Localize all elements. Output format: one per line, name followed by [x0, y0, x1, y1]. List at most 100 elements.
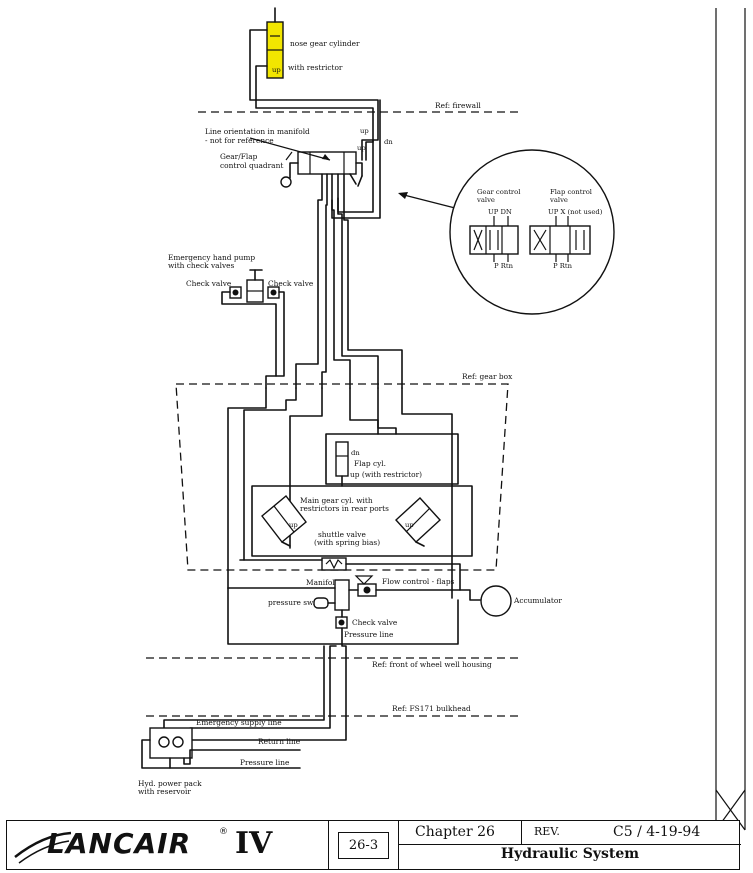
flow-control-flaps: [354, 575, 377, 597]
nose-dn-line: [255, 65, 374, 161]
left-gear-up-label: up: [289, 521, 298, 529]
nose-up-line: [249, 29, 379, 161]
gear-control-valve-symbol: [469, 216, 519, 262]
pointer-line: [249, 137, 331, 161]
main-gear-loop: [251, 485, 473, 557]
line-orientation-label-2: - not for reference: [205, 136, 274, 145]
trunk-line-2: [321, 173, 328, 389]
check-valve-label-right: Check valve: [268, 279, 313, 288]
gear-updn-label: UP DN: [488, 208, 512, 216]
hyd-power-pack: [141, 727, 301, 769]
main-gear-cylinder-right: [395, 497, 441, 547]
shuttle-right-line: [345, 563, 461, 591]
flap-control-valve-symbol: [529, 216, 591, 262]
logo-cell: LANCAIR ® IV: [7, 821, 329, 869]
quadrant-dn-label: dn: [384, 138, 393, 146]
flow-control-label: Flow control - flaps: [382, 577, 455, 586]
chapter-row: Chapter 26 REV. C5 / 4-19-94: [399, 821, 741, 845]
nose-cyl-up-label: up: [272, 66, 281, 74]
pressure-switch: [313, 597, 329, 609]
detail-arrowhead: [398, 192, 408, 199]
flap-upx-label: UP X (not used): [548, 208, 603, 216]
rev-divider: [521, 821, 522, 844]
flap-cylinder: [335, 441, 349, 487]
trunk-line-1: [295, 173, 323, 389]
quadrant-up-label-2: up: [360, 127, 369, 135]
pressure-switch-label: pressure sw.: [268, 598, 315, 607]
flap-p-rtn-label: P Rtn: [553, 262, 573, 270]
logo-swoosh-icon: [14, 831, 72, 864]
emergency-supply-label: Emergency supply line: [196, 718, 282, 727]
flap-loop: [325, 433, 459, 485]
main-gear-cylinder-left: [261, 494, 307, 547]
power-pack-label-2: with reservoir: [138, 787, 191, 796]
rev-value: C5 / 4-19-94: [613, 824, 701, 840]
gear-p-rtn-label: P Rtn: [494, 262, 514, 270]
trunk-line-4: [337, 173, 379, 389]
manifold: [334, 579, 350, 611]
gear-control-label-1: Gear control: [477, 188, 520, 196]
return-down-line: [189, 645, 337, 729]
gb-line-b: [243, 387, 297, 561]
ref-gear-box-label: Ref: gear box: [462, 372, 513, 381]
pointer-arrowhead: [322, 154, 330, 160]
system-title: Hydraulic System: [500, 846, 640, 862]
flap-cyl-label: Flap cyl.: [354, 459, 386, 468]
check-valve-right: [267, 286, 280, 299]
ref-fs171-label: Ref: FS171 bulkhead: [392, 704, 471, 713]
right-gear-up-label: up: [405, 521, 414, 529]
gear-control-label-2: valve: [476, 196, 495, 204]
gb-line-a: [227, 387, 267, 589]
gb-line-e: [377, 387, 397, 435]
gear-flap-label-1: Gear/Flap: [220, 152, 258, 161]
brand-registered: ®: [219, 827, 228, 837]
check-valve-left: [229, 286, 242, 299]
return-line-label: Return line: [258, 737, 300, 746]
brand-logo: LANCAIR: [47, 827, 192, 860]
accumulator-label: Accumulator: [513, 596, 562, 605]
return-header-line: [227, 587, 459, 645]
quadrant-up-label: up: [357, 144, 366, 152]
power-pack-label-1: Hyd. power pack: [138, 779, 202, 788]
check-valve-lower-label: Check valve: [352, 618, 397, 627]
main-gear-label-1: Main gear cyl. with: [300, 496, 373, 505]
ref-firewall-label: Ref: firewall: [435, 101, 481, 110]
pump-out-line: [275, 291, 285, 377]
trunk-line-3: [331, 173, 351, 389]
chapter-label: Chapter 26: [415, 824, 495, 840]
gear-flap-label-2: control quadrant: [220, 161, 283, 170]
shuttle-valve-label-1: shuttle valve: [318, 530, 366, 539]
pump-loop-line: [221, 291, 277, 389]
gb-line-f: [401, 387, 453, 599]
check-valve-lower: [335, 616, 348, 629]
nose-gear-cylinder: [266, 7, 284, 79]
flap-up-restrictor-label: up (with restrictor): [350, 470, 422, 479]
emergency-pump-label-1: Emergency hand pump: [168, 253, 255, 262]
gb-line-d: [349, 387, 379, 435]
accumulator: [480, 585, 512, 617]
to-accumulator-line: [375, 589, 481, 601]
check-valve-label-left: Check valve: [186, 279, 231, 288]
page-number: 26-3: [337, 831, 390, 859]
brand-model: IV: [235, 826, 273, 861]
flap-control-label-2: valve: [549, 196, 568, 204]
shuttle-valve-label-2: (with spring bias): [314, 538, 380, 547]
chapter-cell: Chapter 26 REV. C5 / 4-19-94 Hydraulic S…: [399, 821, 741, 869]
pressure-line-label-2: Pressure line: [240, 758, 289, 767]
trunk-line-5: [343, 173, 403, 389]
rev-label: REV.: [534, 825, 560, 838]
main-gear-label-2: restrictors in rear ports: [300, 504, 389, 513]
emergency-down-line: [163, 645, 325, 733]
emergency-hand-pump: [246, 269, 264, 303]
title-block: LANCAIR ® IV 26-3 Chapter 26 REV. C5 / 4…: [6, 820, 741, 870]
page-number-cell: 26-3: [329, 821, 399, 869]
flap-dn-label: dn: [351, 449, 360, 457]
manifold-label: Manifold: [306, 578, 340, 587]
flap-control-label-1: Flap control: [550, 188, 592, 196]
nose-gear-cylinder-label: nose gear cylinder: [290, 39, 360, 48]
shuttle-valve: [321, 557, 347, 571]
ref-wheel-well-label: Ref: front of wheel well housing: [372, 660, 492, 669]
detail-arrow-line: [399, 193, 456, 209]
